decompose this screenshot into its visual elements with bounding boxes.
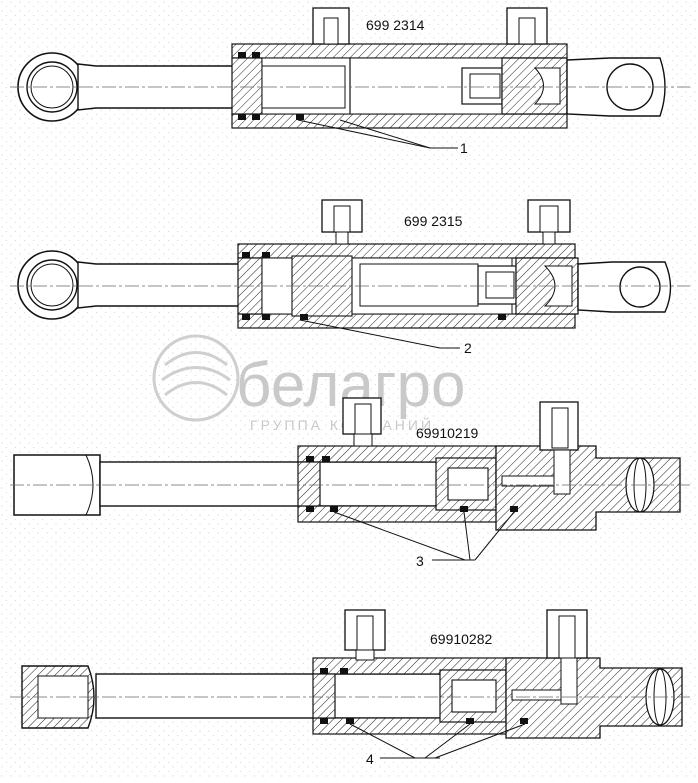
rod-eye-inner: [26, 259, 78, 311]
seal: [346, 718, 354, 724]
barrel-bottom-wall: [237, 313, 576, 329]
barrel-top-wall: [237, 243, 576, 259]
seal: [262, 314, 270, 320]
callout-3-leader: [463, 511, 471, 561]
port-fitting-rear-bore: [558, 615, 576, 659]
cylinder-1-model: 699 2314: [366, 17, 425, 33]
callout-3: 3: [416, 553, 424, 569]
cylinder-2-model: 699 2315: [404, 213, 463, 229]
callout-3-leader: [333, 511, 466, 561]
port-fitting-rear-bolt: [553, 449, 571, 495]
seal: [238, 114, 246, 120]
port-fitting-front-neck: [355, 649, 375, 661]
watermark-logo-ring: [152, 334, 240, 422]
seal: [340, 668, 348, 674]
head-channel: [501, 475, 563, 487]
tang-hole: [606, 63, 654, 111]
port-fitting-front-neck: [335, 231, 349, 245]
seal: [320, 718, 328, 724]
seal: [252, 52, 260, 58]
callout-4-leader: [349, 723, 416, 759]
seal: [300, 314, 308, 320]
port-fitting-front-bore: [323, 17, 339, 45]
rod-gland: [312, 673, 336, 719]
piston-nut-inner: [485, 271, 515, 299]
callout-4-leader: [424, 723, 471, 759]
cylinder-3-model: 69910219: [416, 425, 479, 441]
callout-2: 2: [464, 340, 472, 356]
cylinder-1: 699 2314 1: [10, 7, 690, 156]
cylinder-2: 699 2315 2: [10, 199, 690, 356]
callout-4: 4: [366, 751, 374, 767]
cylinder-3: 69910219 3: [10, 397, 690, 569]
callout-2-leader: [299, 319, 441, 349]
port-fitting-rear-bore: [551, 407, 569, 449]
seal: [296, 114, 304, 120]
callout-1: 1: [460, 140, 468, 156]
port-fitting-rear-bore: [518, 17, 536, 45]
port-fitting-rear-bore: [539, 205, 559, 233]
callout-3-leader: [474, 511, 515, 561]
watermark-logo-waves: [161, 351, 231, 397]
seal: [466, 718, 474, 724]
cylinder-head: [505, 657, 683, 739]
cylinder-4: 69910282 4: [10, 609, 690, 767]
seal: [510, 506, 518, 512]
seal: [242, 314, 250, 320]
seal: [252, 114, 260, 120]
cylinder-4-model: 69910282: [430, 631, 493, 647]
seal: [460, 506, 468, 512]
barrel-bottom-wall: [231, 113, 568, 129]
tang-hole: [619, 266, 661, 308]
piston-nut-inner: [469, 73, 501, 99]
seal: [238, 52, 246, 58]
piston-rod: [99, 461, 441, 507]
port-fitting-rear-neck: [542, 231, 556, 245]
port-fitting-front-neck: [353, 433, 373, 447]
port-fitting-front-bore: [333, 205, 351, 233]
piston-rod: [95, 673, 449, 719]
watermark-tagline: ГРУППА КОМПАНИЙ: [250, 416, 434, 433]
seal: [306, 506, 314, 512]
seal: [520, 718, 528, 724]
seal: [498, 314, 506, 320]
seal: [330, 506, 338, 512]
barrel-top-wall: [231, 43, 568, 59]
piston-nut: [447, 467, 489, 501]
rod-gland: [297, 461, 321, 507]
rod-gland: [231, 57, 263, 115]
rod-inner: [359, 263, 479, 307]
callout-1-leader: [339, 119, 431, 149]
port-fitting-rear-bolt: [560, 657, 578, 705]
seal: [242, 252, 250, 258]
seal: [306, 456, 314, 462]
piston-nut: [451, 679, 497, 713]
port-fitting-front-bore: [354, 403, 372, 435]
seal: [322, 456, 330, 462]
seal: [320, 668, 328, 674]
end-cap-port: [533, 67, 561, 105]
seal: [262, 252, 270, 258]
callout-4-leader: [434, 723, 526, 759]
port-fitting-front-bore: [356, 615, 374, 651]
rod-eye-bore: [30, 263, 74, 307]
